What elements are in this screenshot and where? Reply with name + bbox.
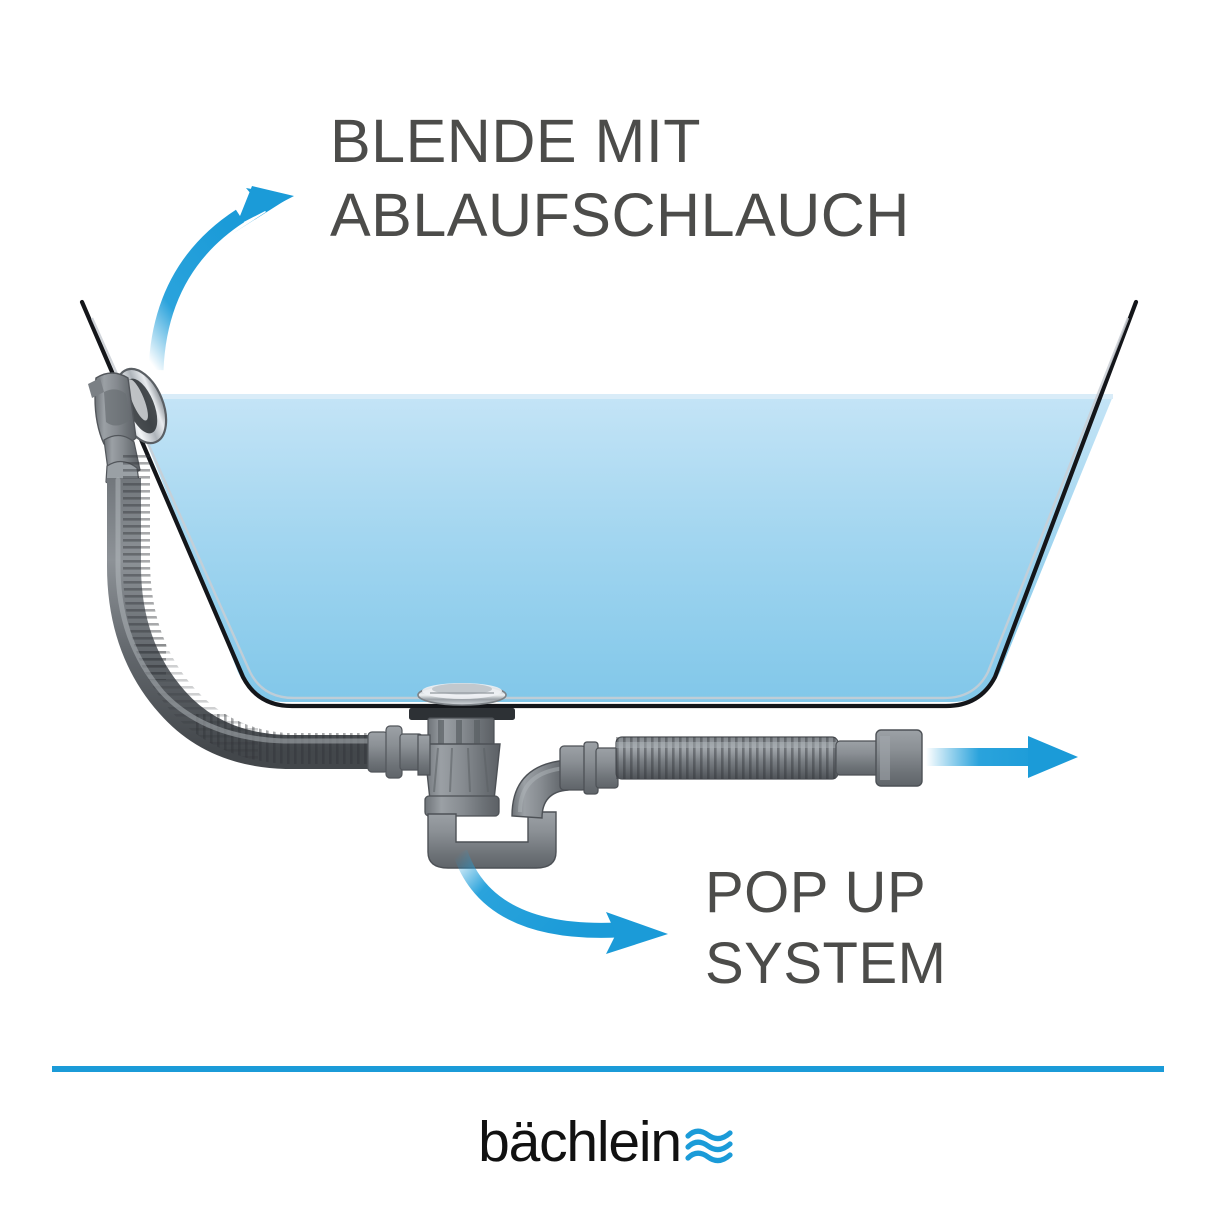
brand-wordmark: bächlein (478, 1109, 682, 1174)
straight-arrow-right-icon (926, 736, 1078, 778)
drain-collar (424, 795, 500, 817)
callout-pop-up-system: POP UP SYSTEM (705, 860, 947, 996)
drain-flexible-hose (615, 729, 923, 787)
pop-up-cap (417, 683, 507, 706)
drain-tee-inlet (417, 734, 431, 776)
pop-up-waste-assembly (409, 683, 619, 869)
water-surface-line (128, 394, 1113, 399)
drain-union-nut (559, 745, 587, 791)
brand-logo: bächlein (0, 1104, 1214, 1176)
callout-blende-mit-ablaufschlauch: BLENDE MIT ABLAUFSCHLAUCH (330, 107, 910, 250)
overflow-hose-connector (367, 725, 423, 779)
curved-arrow-up-right-icon (148, 186, 294, 371)
bathtub-inner-wall (90, 317, 1130, 700)
curved-arrow-down-right-icon (452, 849, 668, 954)
bathtub-cross-section (79, 299, 1139, 709)
trap-u-bend (427, 811, 557, 869)
bathtub-water (128, 396, 1113, 702)
drain-flange-gasket (409, 708, 515, 720)
triple-wave-icon (684, 1124, 736, 1168)
footer-divider (52, 1066, 1164, 1072)
drain-hose-cuff (835, 740, 881, 776)
bathtub-outline (79, 299, 1139, 709)
